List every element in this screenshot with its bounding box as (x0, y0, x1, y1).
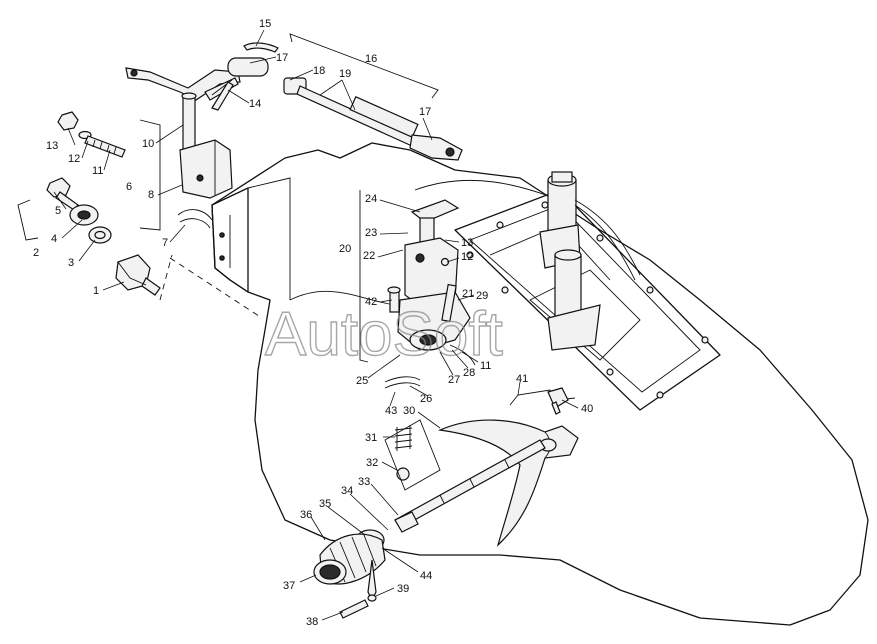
group-brackets (17, 33, 439, 363)
callout-14: 14 (249, 98, 261, 110)
callout-30: 30 (403, 405, 415, 417)
callout-16: 16 (365, 53, 377, 65)
callout-28: 28 (463, 367, 475, 379)
callout-22: 22 (363, 250, 375, 262)
callout-15: 15 (259, 18, 271, 30)
callout-38: 38 (306, 616, 318, 628)
callout-19: 19 (339, 68, 351, 80)
callout-40: 40 (581, 403, 593, 415)
callout-10: 10 (142, 138, 154, 150)
left-fasteners (46, 111, 161, 296)
shift-towers (539, 171, 641, 351)
callout-23: 23 (365, 227, 377, 239)
detent-spring-ball (384, 419, 441, 491)
callout-5: 5 (55, 205, 61, 217)
callout-35: 35 (319, 498, 331, 510)
callout-32: 32 (366, 457, 378, 469)
callout-31: 31 (365, 432, 377, 444)
callout-33: 33 (358, 476, 370, 488)
callout-12-right: 12 (461, 251, 473, 263)
callout-25: 25 (356, 375, 368, 387)
upper-linkage (125, 42, 463, 229)
bellows-boot (313, 529, 386, 619)
callout-11: 11 (92, 165, 103, 177)
callout-13-right: 13 (461, 237, 473, 249)
leader-lines (53, 29, 579, 621)
shift-fork (394, 419, 579, 547)
spring-clip (509, 387, 576, 415)
callout-20: 20 (339, 243, 351, 255)
callout-41: 41 (516, 373, 528, 385)
callout-6: 6 (126, 181, 132, 193)
callout-11-center: 11 (480, 360, 491, 372)
callout-29: 29 (476, 290, 488, 302)
callout-2: 2 (33, 247, 39, 259)
callout-1: 1 (93, 285, 99, 297)
central-bracket (384, 199, 476, 389)
callout-26: 26 (420, 393, 432, 405)
callout-39: 39 (397, 583, 409, 595)
watermark-text: AutoSoft (265, 300, 503, 369)
callout-42: 42 (365, 296, 377, 308)
callout-17-upper: 17 (276, 52, 288, 64)
callout-24: 24 (365, 193, 377, 205)
callout-12: 12 (68, 153, 80, 165)
callout-3: 3 (68, 257, 74, 269)
callout-17-lower: 17 (419, 106, 431, 118)
callout-27: 27 (448, 374, 460, 386)
callout-44: 44 (420, 570, 432, 582)
callout-4: 4 (51, 233, 57, 245)
callout-labels: 1 2 3 4 5 6 7 8 10 11 12 13 14 15 16 17 … (33, 18, 593, 628)
callout-18: 18 (313, 65, 325, 77)
callout-21: 21 (462, 288, 474, 300)
callout-34: 34 (341, 485, 353, 497)
callout-7: 7 (162, 237, 168, 249)
callout-13: 13 (46, 140, 58, 152)
callout-43: 43 (385, 405, 397, 417)
transmission-housing (159, 142, 869, 626)
callout-8: 8 (148, 189, 154, 201)
callout-37: 37 (283, 580, 295, 592)
callout-36: 36 (300, 509, 312, 521)
